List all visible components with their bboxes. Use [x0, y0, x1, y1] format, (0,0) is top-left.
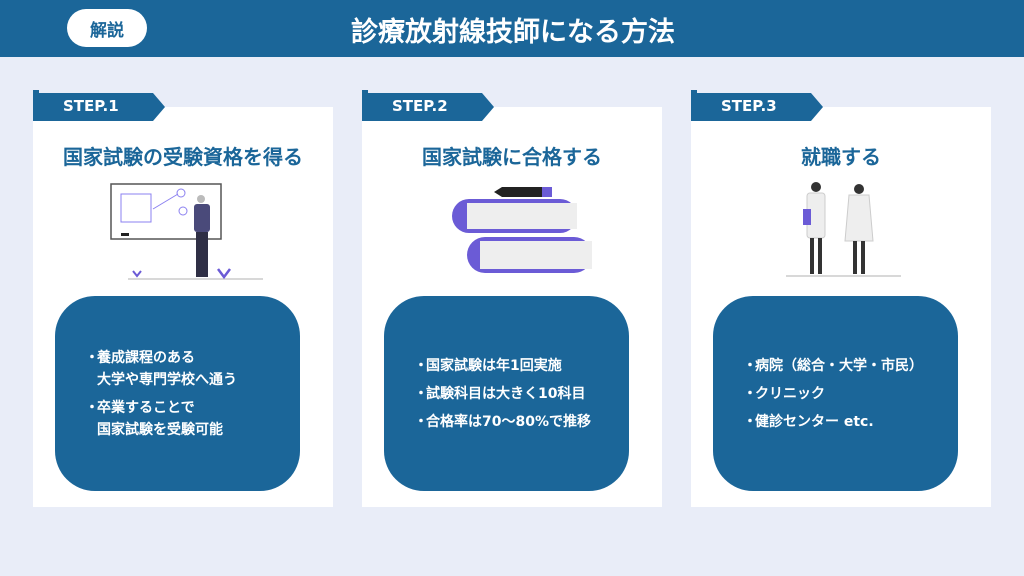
step-card-3: STEP.3 就職する ・病院（総合・大学・市民） ・クリニック ・健診センター…: [691, 90, 991, 507]
step-card-1: STEP.1 国家試験の受験資格を得る ・養成課程のある 大学や専門学校へ通う …: [33, 90, 333, 507]
list-item: ・養成課程のある 大学や専門学校へ通う: [85, 349, 237, 388]
step-title: 就職する: [801, 145, 881, 169]
page-title: 診療放射線技師になる方法: [351, 17, 675, 48]
step-details-box: ・養成課程のある 大学や専門学校へ通う ・卒業することで 国家試験を受験可能: [55, 296, 300, 491]
header-bar: 解説 診療放射線技師になる方法: [0, 0, 1024, 57]
step-details-box: ・国家試験は年1回実施 ・試験科目は大きく10科目 ・合格率は70〜80%で推移: [384, 296, 629, 491]
step-tag: STEP.1: [33, 90, 165, 121]
step-title: 国家試験に合格する: [422, 145, 602, 169]
explanation-badge: 解説: [67, 9, 147, 47]
books-pen-illustration: [452, 187, 592, 273]
step-tag: STEP.2: [362, 90, 494, 121]
step-card-2: STEP.2 国家試験に合格する ・国家試験は年1回実施 ・試験科目は大きく10…: [362, 90, 662, 507]
list-item: ・クリニック: [743, 385, 825, 402]
list-item: ・健診センター etc.: [743, 413, 874, 430]
list-item: ・卒業することで 国家試験を受験可能: [85, 399, 223, 438]
doctors-illustration: [786, 182, 901, 277]
step-tag: STEP.3: [691, 90, 823, 121]
list-item: ・試験科目は大きく10科目: [414, 385, 586, 402]
teacher-whiteboard-illustration: [110, 183, 263, 280]
step-details-box: ・病院（総合・大学・市民） ・クリニック ・健診センター etc.: [713, 296, 958, 491]
step-title: 国家試験の受験資格を得る: [63, 145, 303, 169]
list-item: ・合格率は70〜80%で推移: [414, 413, 591, 430]
list-item: ・国家試験は年1回実施: [414, 357, 562, 374]
list-item: ・病院（総合・大学・市民）: [743, 357, 923, 374]
